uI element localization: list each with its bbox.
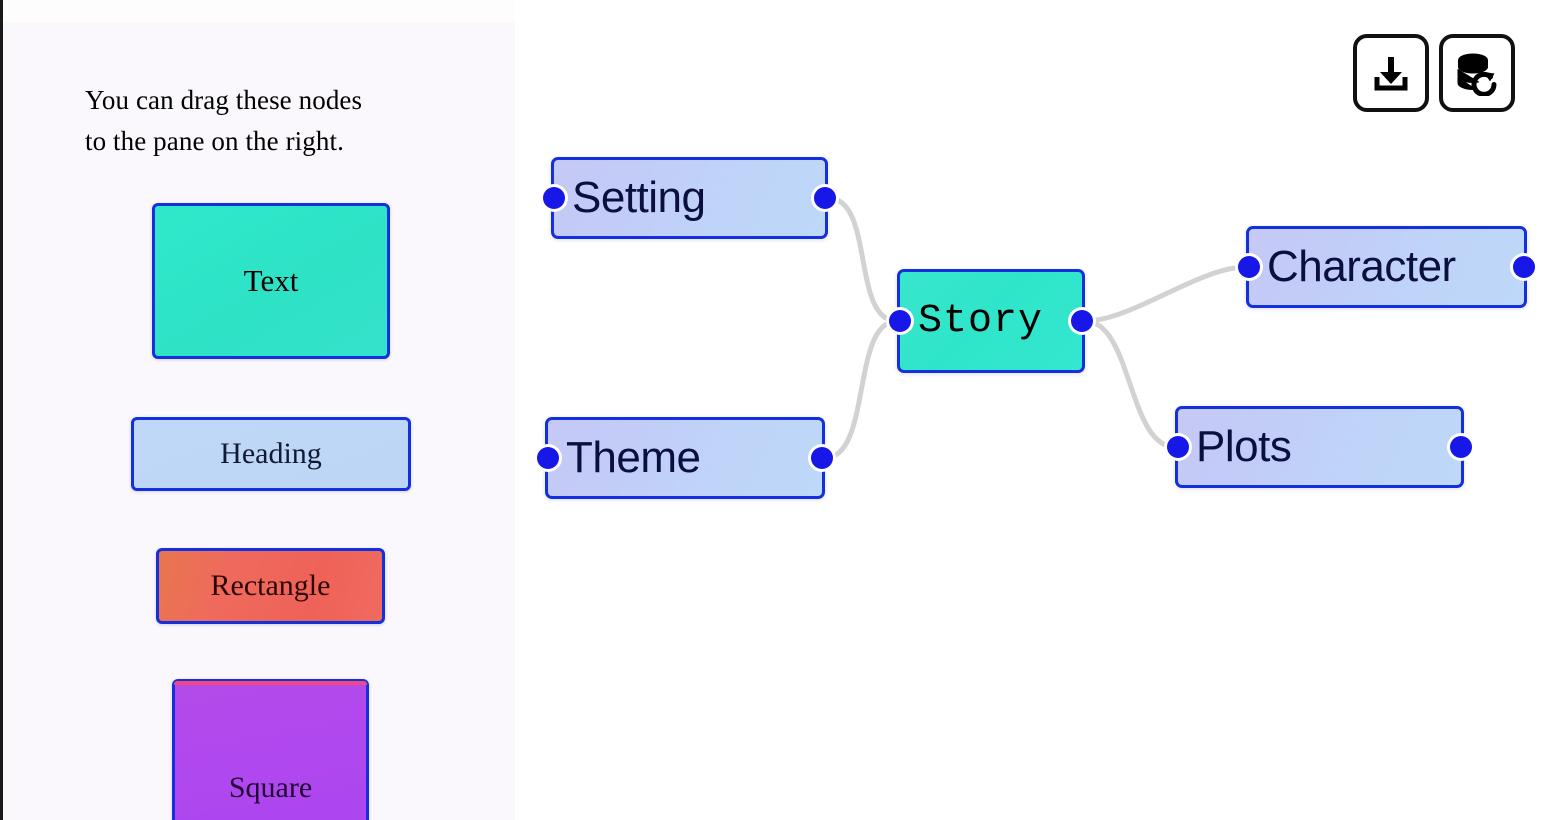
node-output-port[interactable] bbox=[1071, 310, 1093, 332]
node-output-port[interactable] bbox=[1513, 256, 1535, 278]
node-input-port[interactable] bbox=[537, 447, 559, 469]
node-input-port[interactable] bbox=[1167, 436, 1189, 458]
download-button[interactable] bbox=[1353, 34, 1429, 112]
flow-canvas[interactable]: Setting Theme Story Character Plots bbox=[515, 0, 1542, 820]
palette-node-label: Square bbox=[228, 771, 313, 804]
download-icon bbox=[1369, 51, 1413, 95]
palette-node-heading[interactable]: Heading bbox=[131, 417, 411, 491]
canvas-toolbar bbox=[1353, 34, 1515, 112]
flow-node-label: Theme bbox=[566, 433, 701, 482]
flow-node-label: Plots bbox=[1196, 422, 1292, 471]
edge-story-character bbox=[1082, 264, 1249, 324]
flow-node-plots[interactable]: Plots bbox=[1167, 406, 1472, 488]
palette-node-rectangle[interactable]: Rectangle bbox=[156, 548, 385, 624]
flow-node-story[interactable]: Story bbox=[889, 269, 1093, 373]
palette-node-square[interactable]: Square bbox=[172, 679, 369, 820]
sidebar-instructions: You can drag these nodes to the pane on … bbox=[85, 85, 363, 156]
sidebar-top-strip bbox=[3, 0, 515, 22]
restore-button[interactable] bbox=[1439, 34, 1515, 112]
edge-setting-story bbox=[825, 195, 900, 324]
edge-story-plots bbox=[1082, 318, 1178, 450]
node-input-port[interactable] bbox=[1238, 256, 1260, 278]
flow-node-character[interactable]: Character bbox=[1238, 226, 1535, 308]
node-palette-sidebar: You can drag these nodes to the pane on … bbox=[3, 0, 515, 820]
node-input-port[interactable] bbox=[889, 310, 911, 332]
flow-node-setting[interactable]: Setting bbox=[543, 157, 836, 239]
flow-node-label: Story bbox=[918, 298, 1044, 344]
node-output-port[interactable] bbox=[811, 447, 833, 469]
palette-node-label: Rectangle bbox=[210, 569, 331, 602]
flow-node-label: Character bbox=[1267, 242, 1456, 291]
flow-node-label: Setting bbox=[572, 173, 706, 222]
database-restore-icon bbox=[1454, 50, 1500, 96]
flow-node-theme[interactable]: Theme bbox=[537, 417, 833, 499]
palette-node-text[interactable]: Text bbox=[152, 203, 390, 359]
node-input-port[interactable] bbox=[543, 187, 565, 209]
node-output-port[interactable] bbox=[1450, 436, 1472, 458]
edge-theme-story bbox=[822, 318, 900, 461]
node-output-port[interactable] bbox=[814, 187, 836, 209]
palette-node-label: Heading bbox=[220, 437, 322, 470]
palette-node-label: Text bbox=[243, 263, 299, 298]
